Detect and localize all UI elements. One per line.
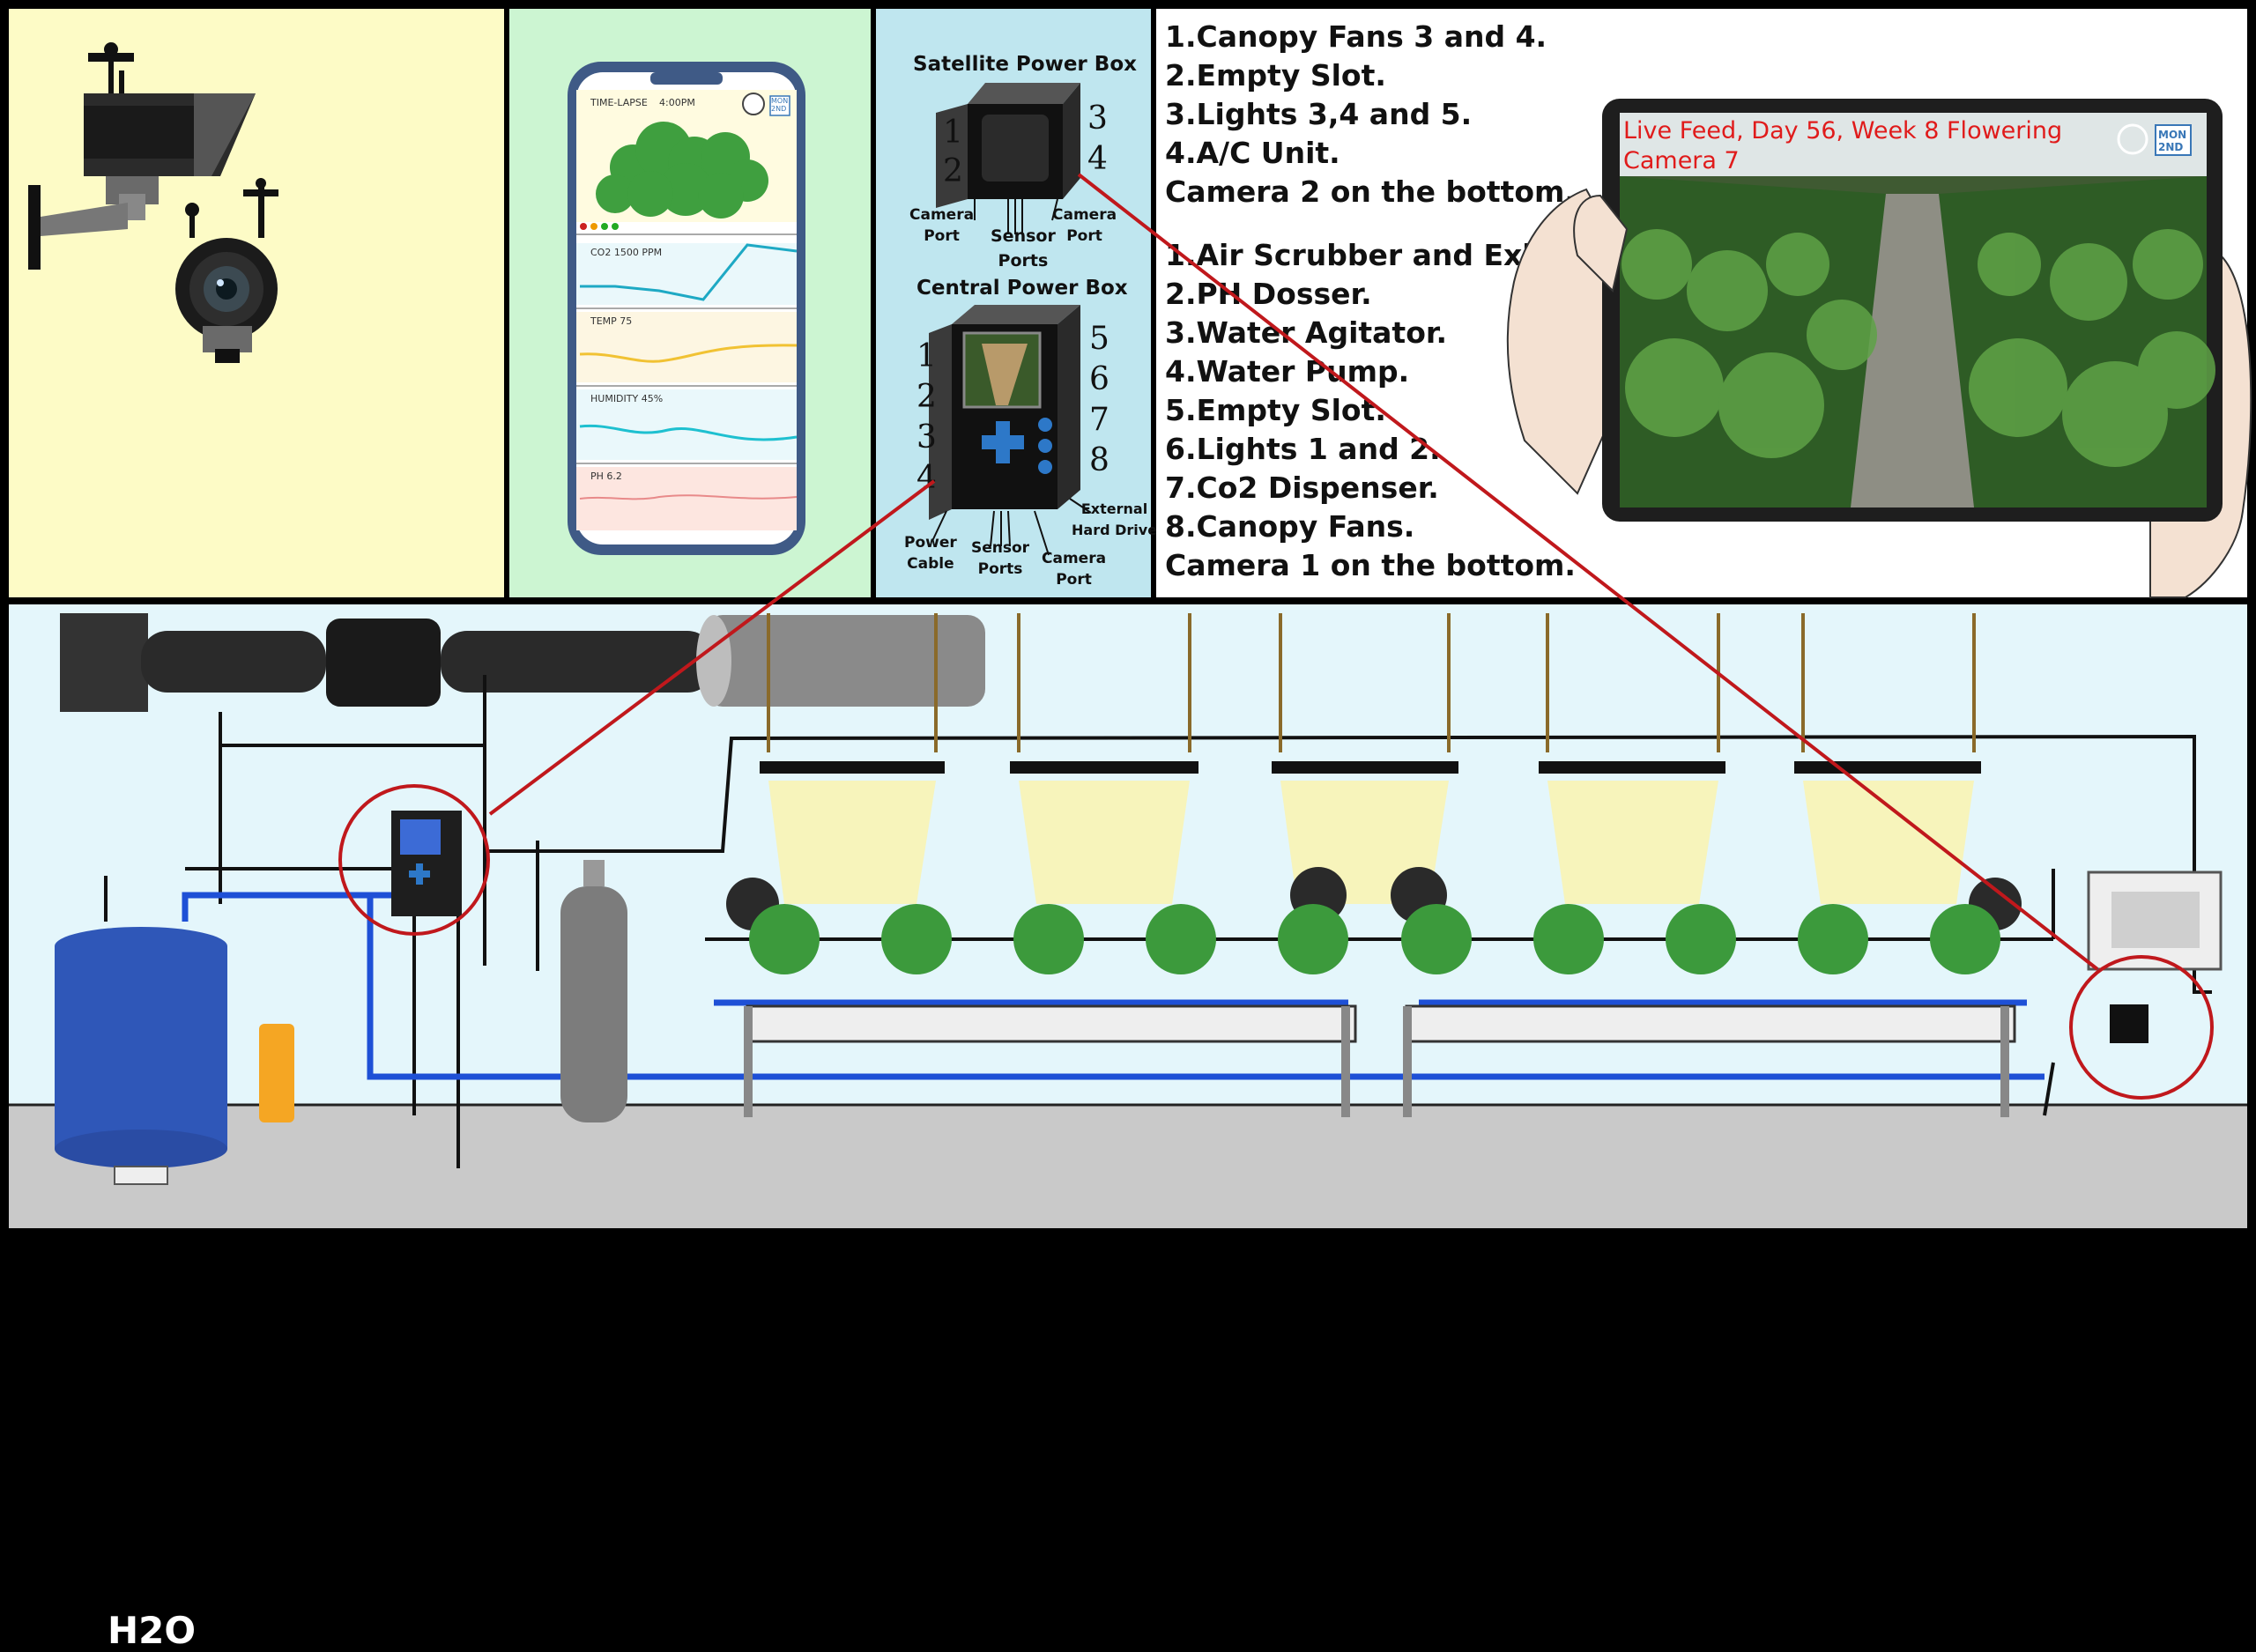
grow-room-panel: H2O (9, 604, 2247, 1652)
satellite-camera-port-left: Camera Port (909, 206, 975, 245)
central-slot-1: 1 (916, 338, 937, 374)
satellite-legend-item: 1.Canopy Fans 3 and 4. (1165, 19, 1547, 54)
central-slot-2: 2 (916, 379, 937, 415)
central-slot-4: 4 (916, 460, 937, 496)
satellite-slot-4: 4 (1087, 141, 1108, 177)
satellite-legend-item: 3.Lights 3,4 and 5. (1165, 97, 1473, 131)
central-power-cable: Power Cable (904, 534, 957, 573)
satellite-legend-item: 2.Empty Slot. (1165, 58, 1386, 93)
phone-panel: TIME-LAPSE 4:00PM MON 2ND CO2 1500 PPM T… (509, 9, 871, 597)
grow-room-illustration (9, 613, 2247, 1228)
timelapse-label: TIME-LAPSE (590, 97, 648, 108)
water-tank-label: H2O (108, 1609, 197, 1652)
satellite-slot-3: 3 (1087, 100, 1108, 137)
power-box-illustrations (929, 83, 1092, 556)
satellite-camera-port-right: Camera Port (1052, 206, 1117, 245)
phone-day-badge: MON 2ND (771, 97, 789, 113)
security-camera-icons (28, 42, 278, 363)
satellite-legend-item: 4.A/C Unit. (1165, 136, 1340, 170)
central-slot-5: 5 (1089, 321, 1109, 357)
central-legend-item: 2.PH Dosser. (1165, 277, 1372, 311)
central-slot-8: 8 (1089, 442, 1109, 478)
satellite-legend-camera: Camera 2 on the bottom. (1165, 174, 1576, 209)
central-slot-7: 7 (1089, 402, 1109, 438)
central-slot-3: 3 (916, 419, 937, 456)
satellite-slot-2: 2 (943, 153, 963, 189)
live-feed-camera: Camera 7 (1623, 147, 1740, 174)
tablet-illustration (1506, 99, 2252, 598)
central-legend-item: 8.Canopy Fans. (1165, 509, 1415, 544)
central-legend-item: 4.Water Pump. (1165, 354, 1410, 389)
tablet-live-feed-overlay: Live Feed, Day 56, Week 8 Flowering Came… (1623, 116, 2062, 176)
timelapse-time: 4:00PM (659, 97, 695, 108)
tablet-day-badge: MON 2ND (2158, 129, 2187, 153)
phone-illustration (568, 62, 805, 555)
central-external-hard-drive: External Hard Drive (1072, 500, 1158, 538)
central-legend-item: 5.Empty Slot. (1165, 393, 1386, 427)
central-legend-item: 6.Lights 1 and 2. (1165, 432, 1441, 466)
central-legend-item: 7.Co2 Dispenser. (1165, 470, 1439, 505)
humidity-label: HUMIDITY 45% (590, 393, 664, 404)
ph-label: PH 6.2 (590, 470, 622, 482)
live-feed-title: Live Feed, Day 56, Week 8 Flowering (1623, 117, 2063, 144)
power-boxes-panel: Satellite Power Box (876, 9, 1157, 597)
central-legend-camera: Camera 1 on the bottom. (1165, 548, 1576, 582)
satellite-slot-1: 1 (943, 115, 963, 151)
central-sensor-ports: Sensor Ports (971, 539, 1030, 578)
grow-room-diagram: TIME-LAPSE 4:00PM MON 2ND CO2 1500 PPM T… (9, 9, 2252, 1652)
central-slot-6: 6 (1089, 361, 1109, 397)
temp-label: TEMP 75 (590, 315, 633, 327)
central-box-title: Central Power Box (916, 277, 1128, 300)
satellite-sensor-ports: Sensor Ports (991, 226, 1056, 270)
central-camera-port: Camera Port (1042, 550, 1107, 589)
callout-lines (488, 173, 2099, 971)
satellite-box-title: Satellite Power Box (913, 53, 1137, 76)
camera-panel (9, 9, 504, 597)
central-legend-item: 3.Water Agitator. (1165, 315, 1447, 350)
co2-label: CO2 1500 PPM (590, 247, 663, 258)
